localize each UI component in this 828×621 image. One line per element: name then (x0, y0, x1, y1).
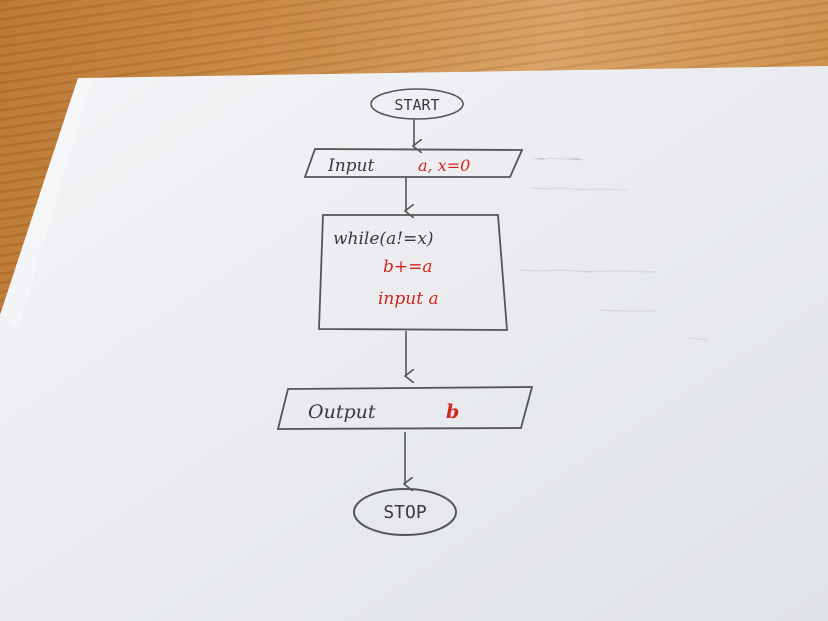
paper-edge-highlight (0, 78, 92, 330)
input-vars: a, x=0 (418, 156, 470, 175)
output-var: b (446, 401, 459, 423)
stop-label: STOP (383, 502, 427, 523)
input-label: Input (327, 156, 374, 176)
output-label: Output (308, 401, 376, 423)
loop-body-1: b+=a (383, 257, 433, 277)
start-label: START (394, 96, 439, 114)
bleed-through-marks (519, 157, 709, 341)
start-terminator (370, 88, 464, 120)
output-box (276, 386, 534, 430)
paper-sheet (0, 66, 828, 621)
loop-body-2: input a (378, 289, 439, 309)
loop-box (318, 214, 508, 331)
input-box (303, 148, 524, 178)
loop-condition: while(a!=x) (333, 229, 434, 249)
stop-terminator (353, 488, 457, 536)
